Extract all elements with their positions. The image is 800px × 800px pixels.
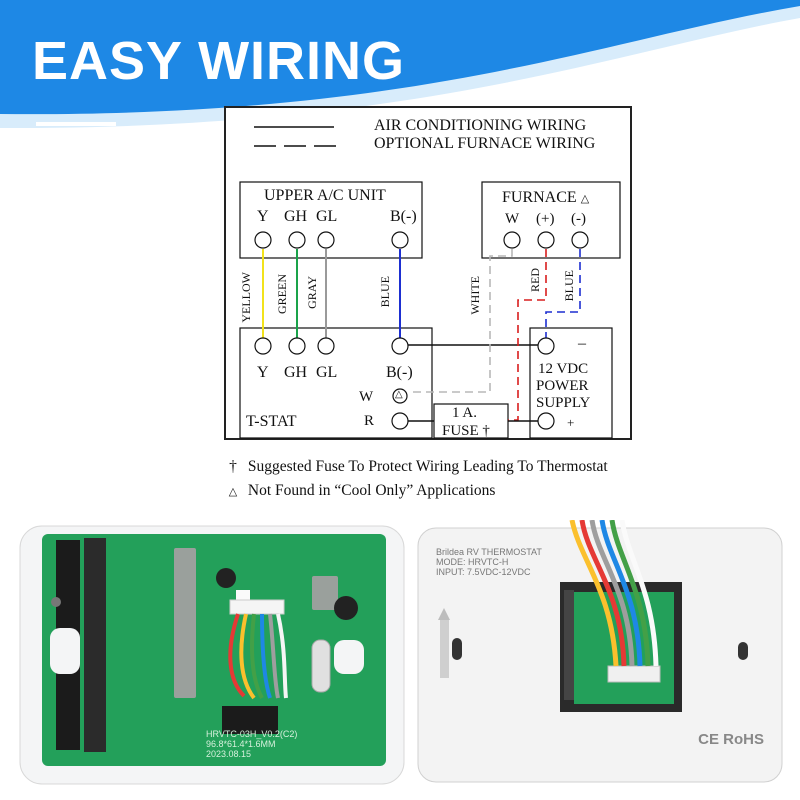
page-title: EASY WIRING	[32, 31, 406, 91]
triangle-icon: △	[395, 389, 403, 400]
pcb-dims-label: 96.8*61.4*1.6MM	[206, 739, 276, 749]
wire-label-yellow: YELLOW	[239, 272, 253, 323]
tstat-terminal-gh: GH	[284, 364, 308, 381]
pcb-illustration	[19, 525, 405, 785]
plate-input-label: INPUT: 7.5VDC-12VDC	[436, 567, 531, 577]
furnace-title-text: FURNACE	[502, 189, 577, 206]
plate-brand-label: Brildea RV THERMOSTAT	[436, 547, 542, 557]
furnace-terminal-plus: (+)	[536, 211, 555, 227]
ce-rohs-mark: CE RoHS	[698, 731, 764, 748]
note-cool-only-text: Not Found in “Cool Only” Applications	[247, 482, 496, 499]
wiring-lines	[239, 126, 621, 439]
power-line-1: 12 VDC	[538, 361, 589, 377]
furnace-terminal-minus: (-)	[571, 211, 586, 227]
tstat-terminal-w: W	[359, 389, 374, 405]
wire-label-blue: BLUE	[378, 276, 392, 308]
triangle-icon: △	[228, 486, 238, 498]
wiring-diagram: AIR CONDITIONING WIRING OPTIONAL FURNACE…	[224, 106, 632, 440]
backplate-illustration	[417, 519, 783, 783]
power-plus: +	[567, 415, 575, 430]
tstat-terminal-y: Y	[257, 364, 269, 381]
furnace-terminal-w: W	[505, 211, 520, 227]
upper-ac-terminal-gh: GH	[284, 208, 308, 225]
upper-ac-title: UPPER A/C UNIT	[264, 187, 386, 204]
banner-shape	[0, 0, 800, 129]
upper-ac-terminal-b: B(-)	[390, 208, 417, 225]
title-underline	[36, 122, 116, 126]
wire-label-red: RED	[528, 268, 542, 292]
wire-label-gray: GRAY	[305, 276, 319, 309]
note-fuse: † Suggested Fuse To Protect Wiring Leadi…	[222, 458, 608, 476]
note-cool-only: △ Not Found in “Cool Only” Applications	[222, 482, 608, 500]
tstat-label: T-STAT	[246, 413, 297, 430]
legend-solid-label: AIR CONDITIONING WIRING	[374, 117, 587, 134]
power-minus: –	[578, 335, 586, 352]
triangle-icon: △	[580, 193, 590, 205]
power-line-3: SUPPLY	[536, 395, 591, 411]
upper-ac-terminal-y: Y	[257, 208, 269, 225]
legend-dashed-label: OPTIONAL FURNACE WIRING	[374, 135, 596, 152]
tstat-terminal-r: R	[364, 413, 375, 429]
furnace-title: FURNACE △	[502, 190, 589, 206]
upper-ac-terminal-gl: GL	[316, 208, 338, 225]
wire-label-blue-2: BLUE	[562, 270, 576, 302]
backplate-photo: Brildea RV THERMOSTAT MODE: HRVTC-H INPU…	[412, 519, 788, 792]
plate-model-label: MODE: HRVTC-H	[436, 557, 509, 567]
fuse-line-2: FUSE †	[442, 423, 490, 439]
pcb-photo: HRVTC-03H_V0.2(C2) 96.8*61.4*1.6MM 2023.…	[16, 520, 408, 792]
note-fuse-text: Suggested Fuse To Protect Wiring Leading…	[247, 458, 608, 475]
header-banner: EASY WIRING	[0, 0, 800, 140]
wire-label-green: GREEN	[275, 274, 289, 314]
tstat-terminal-b: B(-)	[386, 364, 413, 381]
notes: † Suggested Fuse To Protect Wiring Leadi…	[222, 458, 608, 506]
wire-label-white: WHITE	[468, 276, 482, 315]
power-line-2: POWER	[536, 378, 589, 394]
pcb-date-label: 2023.08.15	[206, 749, 252, 759]
pcb-model-label: HRVTC-03H_V0.2(C2)	[206, 729, 298, 739]
fuse-line-1: 1 A.	[452, 405, 478, 421]
tstat-terminal-gl: GL	[316, 364, 338, 381]
dagger-icon: †	[229, 458, 237, 475]
